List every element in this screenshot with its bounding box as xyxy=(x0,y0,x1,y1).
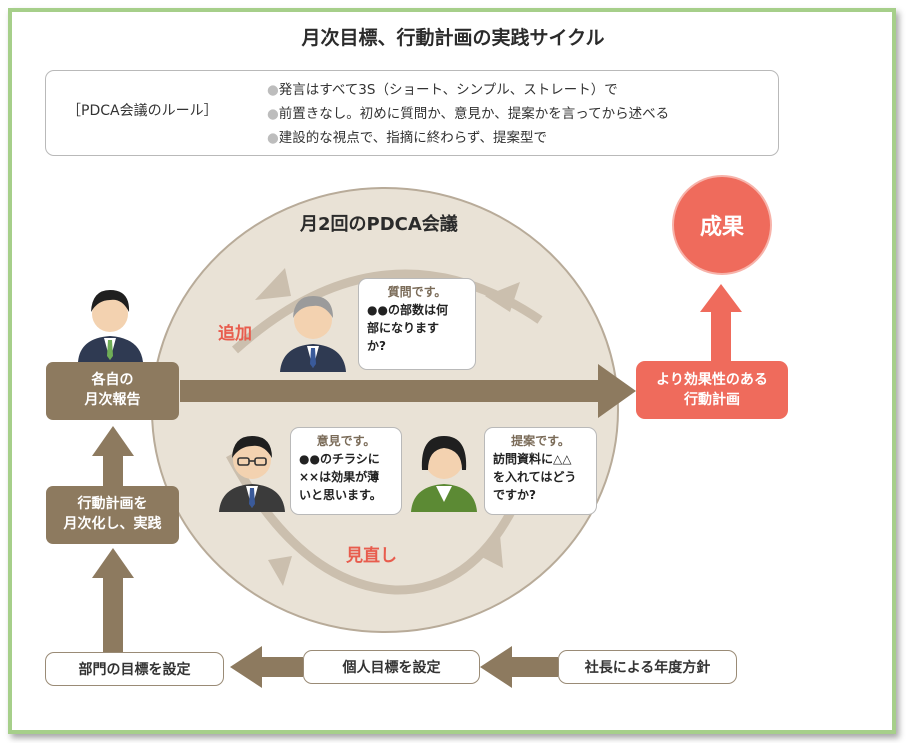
cycle-arrowhead-left xyxy=(255,268,291,300)
personal-goal-box: 個人目標を設定 xyxy=(303,650,480,684)
opinion-bubble: 意見です。 ●●のチラシに ××は効果が薄 いと思います。 xyxy=(290,427,402,515)
bullet-icon: ● xyxy=(267,106,279,122)
rules-label: ［PDCA会議のルール］ xyxy=(67,103,218,119)
bubble-heading: 意見です。 xyxy=(316,434,376,448)
rule-item: ●建設的な視点で、指摘に終わらず、提案型で xyxy=(267,130,548,146)
result-arrow-shaft xyxy=(711,310,731,362)
left-arrow-upper-shaft xyxy=(103,452,123,486)
action-plan-box: 行動計画を 月次化し、実践 xyxy=(46,486,179,544)
president-policy-box: 社長による年度方針 xyxy=(558,650,737,684)
result-circle: 成果 xyxy=(672,175,772,275)
left-arrow-lower-shaft xyxy=(103,575,123,652)
cycle-arrow-bottom xyxy=(226,452,540,595)
effective-plan-box: より効果性のある 行動計画 xyxy=(636,361,788,419)
bottom-arrow-2-shaft xyxy=(508,657,558,677)
person-reporter-icon xyxy=(78,290,143,362)
cycle-arrowhead-bottom-right xyxy=(478,535,503,568)
proposal-bubble: 提案です。 訪問資料に△△ を入れてはどう ですか? xyxy=(484,427,597,515)
rule-item: ●前置きなし。初めに質問か、意見か、提案かを言ってから述べる xyxy=(267,106,670,122)
bullet-icon: ● xyxy=(267,130,279,146)
main-arrow-head xyxy=(598,364,636,418)
main-arrow-shaft xyxy=(180,380,600,402)
bottom-arrow-1-head xyxy=(230,646,262,688)
rule-item: ●発言はすべて3S（ショート、シンプル、ストレート）で xyxy=(267,82,618,98)
result-arrow-head xyxy=(700,284,742,312)
question-bubble: 質問です。 ●●の部数は何 部になります か? xyxy=(358,278,476,370)
bottom-arrow-1-shaft xyxy=(258,657,303,677)
cycle-arrowhead-bottom-left xyxy=(268,556,292,586)
monthly-report-box: 各自の 月次報告 xyxy=(46,362,179,420)
bubble-heading: 質問です。 xyxy=(387,285,447,299)
diagram-title: 月次目標、行動計画の実践サイクル xyxy=(301,27,605,49)
person-glasses-icon xyxy=(219,436,285,512)
add-label: 追加 xyxy=(218,324,252,344)
cycle-arrowhead-right xyxy=(485,282,520,312)
left-arrow-lower-head xyxy=(92,548,134,578)
cycle-title: 月2回のPDCA会議 xyxy=(300,214,458,235)
person-elder-icon xyxy=(280,296,346,372)
rules-box xyxy=(45,70,779,156)
dept-goal-box: 部門の目標を設定 xyxy=(45,652,224,686)
person-woman-icon xyxy=(411,436,477,512)
bubble-heading: 提案です。 xyxy=(511,434,570,448)
bottom-arrow-2-head xyxy=(480,646,512,688)
left-arrow-upper-head xyxy=(92,426,134,456)
bullet-icon: ● xyxy=(267,82,279,98)
review-label: 見直し xyxy=(346,546,397,566)
